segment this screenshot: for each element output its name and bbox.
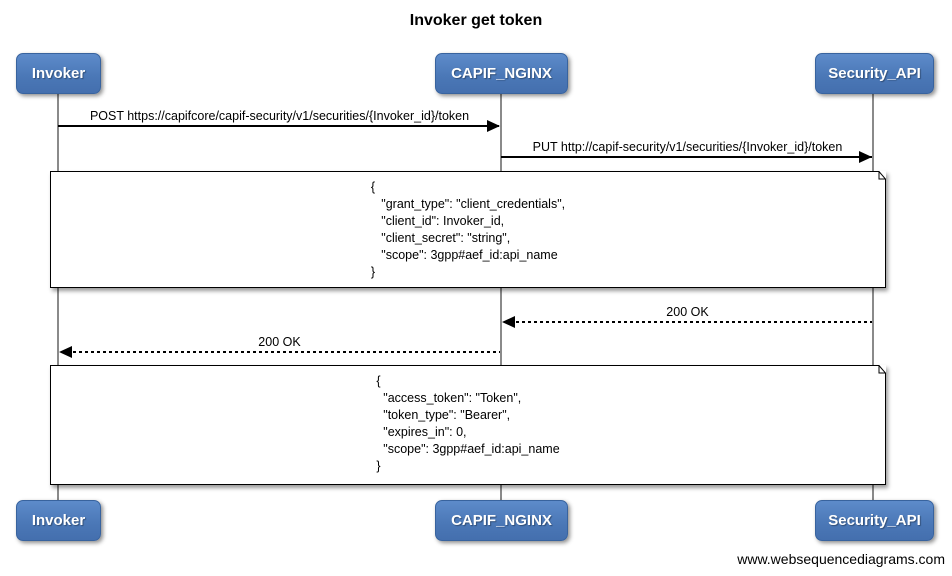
lifeline-capif-nginx	[500, 94, 502, 501]
note-text: { "grant_type": "client_credentials", "c…	[370, 180, 566, 279]
note-fold-corner-icon	[869, 171, 886, 188]
lifeline-security-api	[872, 94, 874, 501]
note-token-response-body: { "access_token": "Token", "token_type":…	[50, 365, 886, 485]
actor-label: CAPIF_NGINX	[451, 512, 552, 529]
actor-bottom-security-api: Security_API	[815, 500, 934, 541]
actor-top-invoker: Invoker	[16, 53, 101, 94]
message-post-token-line	[58, 125, 499, 127]
actor-label: Invoker	[31, 512, 86, 529]
footer-credit: www.websequencediagrams.com	[737, 551, 945, 567]
message-put-token-label: PUT http://capif-security/v1/securities/…	[532, 140, 843, 154]
arrowhead-left-icon	[59, 346, 72, 358]
actor-label: CAPIF_NGINX	[451, 65, 552, 82]
arrowhead-right-icon	[859, 151, 872, 163]
note-text: { "access_token": "Token", "token_type":…	[376, 374, 560, 473]
actor-bottom-invoker: Invoker	[16, 500, 101, 541]
diagram-title: Invoker get token	[409, 12, 543, 29]
note-token-request-body: { "grant_type": "client_credentials", "c…	[50, 171, 886, 288]
message-200ok-left-label: 200 OK	[258, 335, 301, 349]
lifeline-invoker	[57, 94, 59, 501]
actor-label: Invoker	[31, 65, 86, 82]
message-200ok-right-line	[504, 321, 872, 323]
actor-label: Security_API	[828, 65, 921, 82]
message-200ok-left-line	[61, 351, 500, 353]
message-200ok-right-label: 200 OK	[666, 305, 709, 319]
actor-top-capif-nginx: CAPIF_NGINX	[435, 53, 568, 94]
arrowhead-left-icon	[502, 316, 515, 328]
message-post-token-label: POST https://capifcore/capif-security/v1…	[89, 109, 470, 123]
message-put-token-line	[501, 156, 872, 158]
arrowhead-right-icon	[487, 120, 500, 132]
actor-label: Security_API	[828, 512, 921, 529]
actor-bottom-capif-nginx: CAPIF_NGINX	[435, 500, 568, 541]
actor-top-security-api: Security_API	[815, 53, 934, 94]
note-fold-corner-icon	[869, 365, 886, 382]
